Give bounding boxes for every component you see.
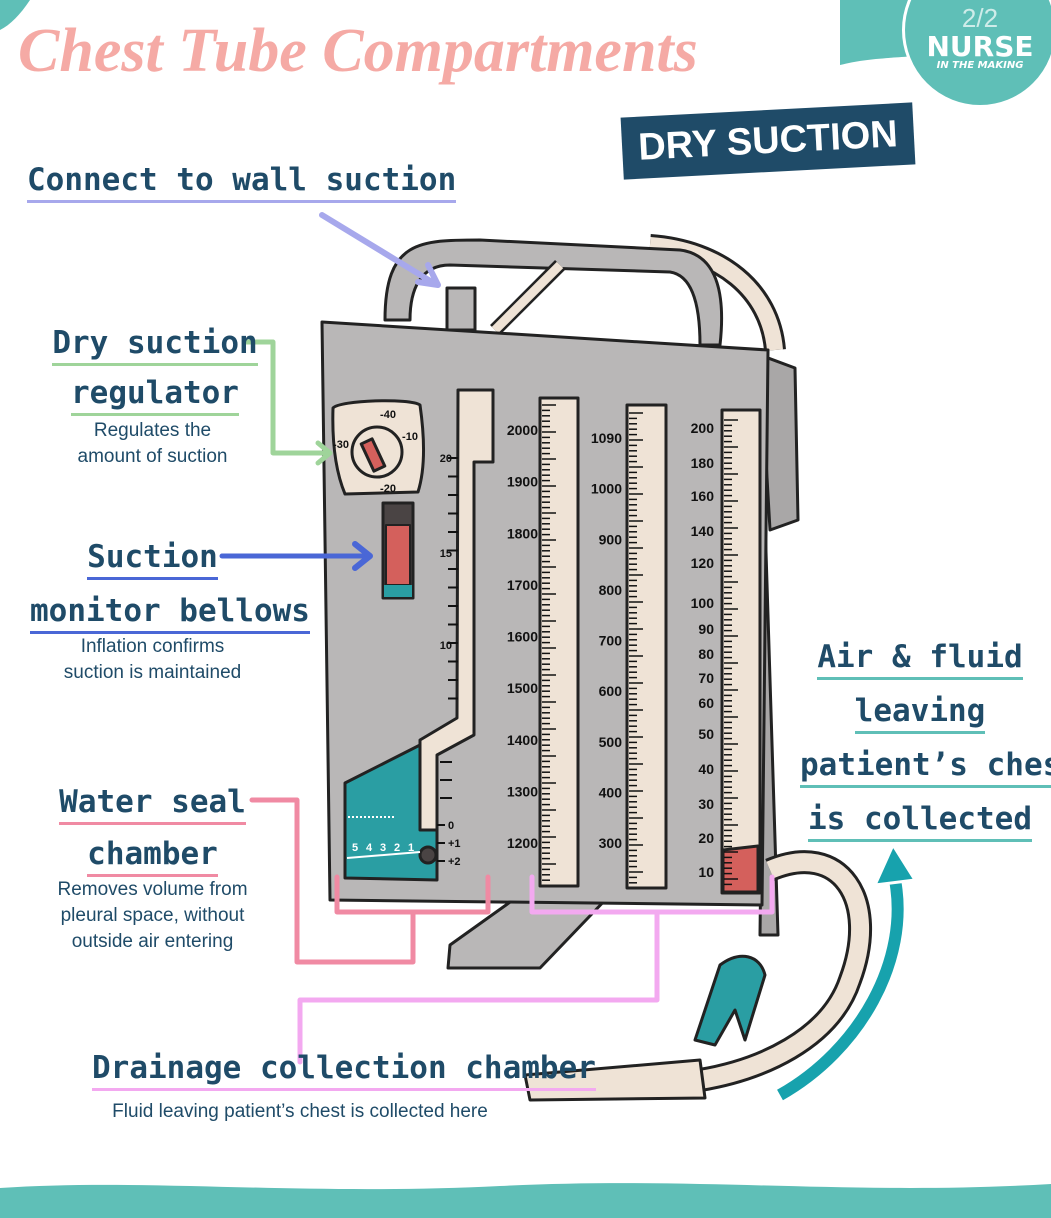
air-fluid-line: is collected xyxy=(808,801,1032,842)
water-seal-chamber-number: 3 xyxy=(380,842,386,854)
chest-tube-end xyxy=(523,1058,707,1102)
column-scale-label: 300 xyxy=(599,835,623,851)
air-fluid-line: Air & fluid xyxy=(817,639,1023,680)
column-scale-label: 1700 xyxy=(507,577,538,593)
column-scale-label: 600 xyxy=(599,683,623,699)
column-scale-label: 80 xyxy=(698,646,714,662)
logo-page-count: 2/2 xyxy=(961,3,999,33)
water-seal-scale-label: 10 xyxy=(440,640,452,652)
water-seal-chamber-number: 4 xyxy=(366,842,373,854)
page-title: Chest Tube Compartments xyxy=(18,17,698,85)
column-scale-label: 1400 xyxy=(507,732,538,748)
water-seal-title-2: chamber xyxy=(87,836,218,877)
air-fluid-line: leaving xyxy=(854,693,986,734)
column-scale-label: 40 xyxy=(698,761,714,777)
column-scale-label: 90 xyxy=(698,621,714,637)
dial-label: -20 xyxy=(380,483,396,495)
water-seal-chamber xyxy=(343,743,439,882)
suction-port xyxy=(445,286,477,332)
column-scale-label: 1500 xyxy=(507,680,538,696)
dial-label: -10 xyxy=(402,431,418,443)
column-scale-label: 120 xyxy=(691,555,715,571)
column-scale-label: 20 xyxy=(698,830,714,846)
stand xyxy=(446,893,612,970)
water-seal-scale-label: 20 xyxy=(440,453,452,465)
water-seal-lower-label: +2 xyxy=(448,856,461,868)
drainage-connector xyxy=(297,874,775,1065)
desc-line: outside air entering xyxy=(71,931,234,952)
column-scale-label: 160 xyxy=(691,488,715,504)
column-scale-label: 1600 xyxy=(507,629,538,645)
drainage-description: Fluid leaving patient’s chest is collect… xyxy=(112,1101,488,1122)
desc-line: Removes volume from xyxy=(57,879,248,900)
wall-suction-arrow xyxy=(319,212,435,285)
desc-line: suction is maintained xyxy=(63,662,242,683)
column-scale-label: 30 xyxy=(698,796,714,812)
column-scale-label: 180 xyxy=(691,455,715,471)
water-seal-chamber-number: 2 xyxy=(394,842,400,854)
column-scale-label: 800 xyxy=(599,582,623,598)
water-seal-title-1: Water seal xyxy=(59,784,246,825)
bellows-title-1: Suction xyxy=(87,539,218,580)
water-seal-chamber-number: 5 xyxy=(352,842,358,854)
desc-line: amount of suction xyxy=(77,446,228,467)
dial-label: -40 xyxy=(380,409,396,421)
water-seal-connector xyxy=(249,797,491,965)
bellows-label: Suction monitor bellows xyxy=(30,530,310,638)
bottom-band xyxy=(0,1183,1051,1218)
column-scale-label: 70 xyxy=(698,670,714,686)
dial-knob xyxy=(359,437,387,473)
air-fluid-arrow xyxy=(777,878,904,1101)
column-scale-label: 60 xyxy=(698,695,714,711)
column-scale-label: 1300 xyxy=(507,783,538,799)
drainage-title: Drainage collection chamber xyxy=(92,1050,596,1091)
water-seal-description: Removes volume from pleural space, witho… xyxy=(25,877,280,955)
column-scale-label: 500 xyxy=(599,734,623,750)
regulator-description: Regulates the amount of suction xyxy=(40,418,265,470)
column-scale-label: 1900 xyxy=(507,474,538,490)
bellows-title-2: monitor bellows xyxy=(30,593,310,634)
column-scale-label: 1000 xyxy=(591,481,622,497)
regulator-label: Dry suction regulator xyxy=(40,318,270,418)
logo-tagline: IN THE MAKING xyxy=(936,60,1024,71)
water-seal-tube xyxy=(418,388,495,832)
column-scale-label: 400 xyxy=(599,784,623,800)
wall-suction-label: Connect to wall suction xyxy=(27,162,457,203)
wall-suction-title: Connect to wall suction xyxy=(27,162,457,203)
regulator-title-1: Dry suction xyxy=(52,325,258,366)
logo-brand: NURSE xyxy=(926,30,1034,63)
water-seal-lower-label: +1 xyxy=(448,838,461,850)
column-scale-label: 50 xyxy=(698,726,714,742)
desc-line: Inflation confirms xyxy=(80,636,225,657)
column-scale-label: 200 xyxy=(691,420,715,436)
column-scale-label: 900 xyxy=(599,531,623,547)
water-seal-scale-label: 15 xyxy=(440,548,452,560)
column-scale-label: 10 xyxy=(698,864,714,880)
column-scale-label: 1200 xyxy=(507,835,538,851)
column-scale-label: 1800 xyxy=(507,525,538,541)
water-seal-chamber-number: 1 xyxy=(408,842,414,854)
bellows-description: Inflation confirms suction is maintained xyxy=(30,634,275,686)
desc-line: Regulates the xyxy=(93,420,212,441)
desc-line: pleural space, without xyxy=(60,905,245,926)
column-scale-label: 1090 xyxy=(591,430,622,446)
dial-label: -30 xyxy=(333,439,349,451)
column-scale-label: 100 xyxy=(691,595,715,611)
drainage-label: Drainage collection chamber xyxy=(92,1050,596,1091)
tube-clamp xyxy=(693,954,767,1047)
column-scale-label: 140 xyxy=(691,523,715,539)
regulator-title-2: regulator xyxy=(71,375,239,416)
column-scale-label: 700 xyxy=(599,633,623,649)
water-seal-label: Water seal chamber xyxy=(30,776,275,880)
air-fluid-label: Air & fluid leaving patient’s chest is c… xyxy=(800,630,1051,846)
regulator-connector xyxy=(242,339,331,456)
column-scale-label: 2000 xyxy=(507,422,538,438)
water-seal-lower-label: 0 xyxy=(448,820,454,832)
air-fluid-line: patient’s chest xyxy=(800,747,1051,788)
